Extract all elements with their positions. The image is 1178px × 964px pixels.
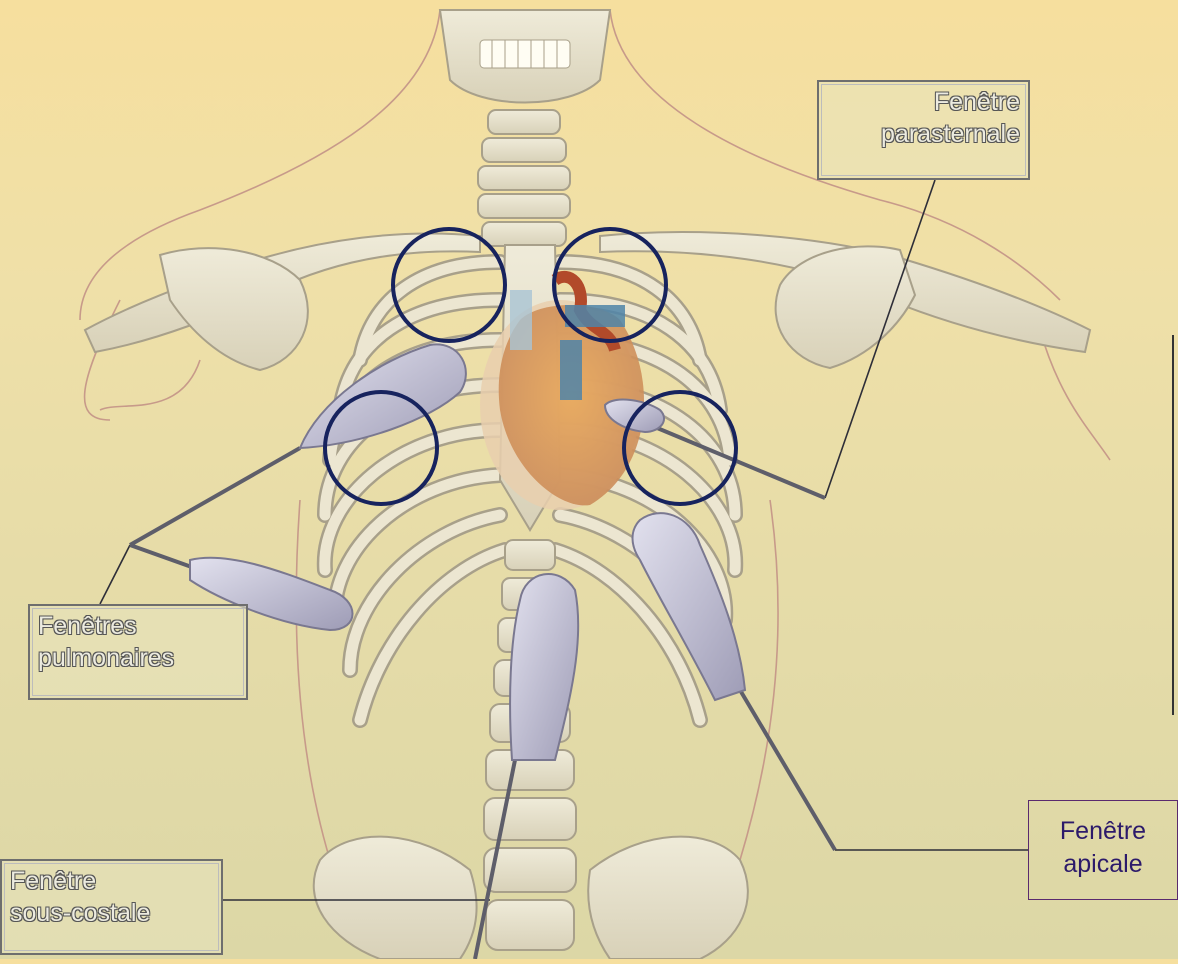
label-fenetre-apicale: Fenêtre apicale [1028, 800, 1178, 900]
label-sous-costale-line2: sous-costale [10, 897, 213, 929]
label-apicale-line2: apicale [1041, 848, 1165, 881]
label-apicale-line1: Fenêtre [1041, 815, 1165, 848]
label-pulmonaires-line2: pulmonaires [38, 642, 238, 674]
label-parasternale-line1: Fenêtre [827, 86, 1020, 118]
label-fenetre-sous-costale: Fenêtre sous-costale [0, 859, 223, 955]
label-fenetre-parasternale: Fenêtre parasternale [817, 80, 1030, 180]
cervical-spine [478, 110, 570, 246]
label-sous-costale-line1: Fenêtre [10, 865, 213, 897]
label-pulmonaires-line1: Fenêtres [38, 610, 238, 642]
edge-frame [1172, 335, 1178, 715]
label-parasternale-line2: parasternale [827, 118, 1020, 150]
skull [440, 10, 610, 103]
label-fenetres-pulmonaires: Fenêtres pulmonaires [28, 604, 248, 700]
